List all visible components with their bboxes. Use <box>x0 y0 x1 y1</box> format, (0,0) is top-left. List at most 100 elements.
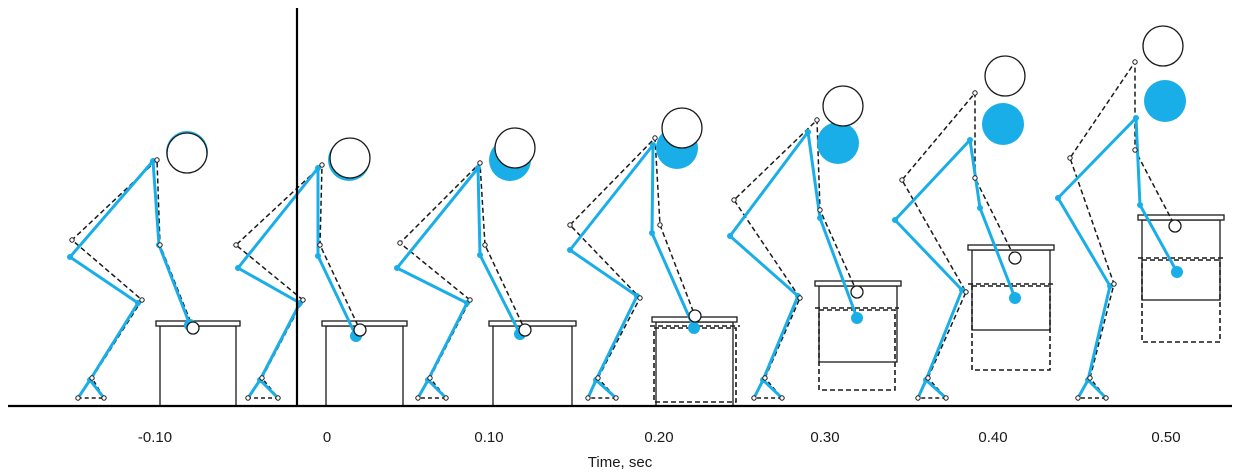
measured-skeleton-6 <box>1069 59 1176 379</box>
model-head-6 <box>1144 80 1186 122</box>
measured-joint-4-4 <box>817 207 823 213</box>
measured-skeleton-2 <box>398 161 526 379</box>
model-joint-0-1 <box>135 300 141 306</box>
measured-joint-1-2 <box>233 242 239 248</box>
model-joint-6-2 <box>1055 195 1061 201</box>
measured-joint-5-2 <box>899 177 905 183</box>
measured-hand-6 <box>1168 219 1182 233</box>
time-label-0-10: 0.10 <box>474 429 503 446</box>
measured-skeleton-5 <box>901 90 1016 379</box>
model-skeleton-0 <box>68 159 192 381</box>
measured-joint-2-0 <box>427 375 433 381</box>
model-joint-1-4 <box>315 253 321 259</box>
measured-joint-6-2 <box>1067 155 1073 161</box>
lift-frame-5 <box>892 55 1055 401</box>
model-joint-4-4 <box>817 215 823 221</box>
model-foot-1 <box>246 377 280 400</box>
measured-joint-2-5 <box>415 395 421 401</box>
lift-frame-6 <box>1055 25 1225 401</box>
model-head-5 <box>982 103 1024 145</box>
measured-joint-2-2 <box>397 240 403 246</box>
measured-joint-1-3 <box>319 162 325 168</box>
model-head-4 <box>817 122 859 164</box>
model-skeleton-5 <box>893 138 1017 381</box>
model-joint-2-4 <box>477 252 483 258</box>
measured-joint-0-6 <box>101 395 107 401</box>
measured-hand-5 <box>1008 251 1022 265</box>
model-joint-1-2 <box>235 265 241 271</box>
measured-joint-3-4 <box>657 222 663 228</box>
measured-joint-5-4 <box>972 175 978 181</box>
measured-joint-6-5 <box>1075 395 1081 401</box>
measured-head-6 <box>1142 25 1184 67</box>
measured-hand-2 <box>518 323 532 337</box>
measured-joint-4-5 <box>751 395 757 401</box>
figures-layer <box>67 25 1225 407</box>
measured-hand-1 <box>353 323 367 337</box>
measured-head-0 <box>166 132 208 174</box>
model-joint-5-4 <box>977 205 983 211</box>
measured-joint-2-4 <box>482 242 488 248</box>
lift-frame-0 <box>67 131 241 407</box>
lift-frame-2 <box>394 127 577 407</box>
measured-joint-3-6 <box>613 395 619 401</box>
model-joint-4-2 <box>727 233 733 239</box>
measured-joint-4-6 <box>779 395 785 401</box>
measured-joint-3-2 <box>567 222 573 228</box>
box-lid-4 <box>814 280 902 287</box>
measured-joint-5-3 <box>972 90 978 96</box>
measured-head-4 <box>822 85 864 127</box>
model-foot-6 <box>1076 377 1108 400</box>
measured-box-3 <box>653 327 737 403</box>
model-foot-2 <box>416 377 448 400</box>
measured-joint-6-3 <box>1132 59 1138 65</box>
box-lid-5 <box>967 244 1055 251</box>
measured-head-2 <box>494 127 536 169</box>
measured-head-5 <box>984 55 1026 97</box>
time-label-0-20: 0.20 <box>644 429 673 446</box>
measured-joint-1-4 <box>317 242 323 248</box>
measured-joint-6-6 <box>1103 395 1109 401</box>
measured-joint-5-1 <box>963 289 969 295</box>
measured-joint-3-5 <box>585 395 591 401</box>
model-hand-5 <box>1009 292 1021 304</box>
measured-joint-6-0 <box>1087 375 1093 381</box>
measured-joint-3-1 <box>637 295 643 301</box>
measured-joint-0-2 <box>69 237 75 243</box>
measured-head-3 <box>661 107 703 149</box>
measured-joint-0-4 <box>157 242 163 248</box>
box-lid-6 <box>1137 214 1225 221</box>
measured-joint-0-5 <box>75 395 81 401</box>
box-lid-2 <box>488 320 577 327</box>
model-hand-4 <box>851 312 863 324</box>
time-label-0-50: 0.50 <box>1151 429 1180 446</box>
measured-joint-5-6 <box>943 395 949 401</box>
measured-joint-2-3 <box>477 160 483 166</box>
measured-joint-2-1 <box>467 297 473 303</box>
x-axis-title: Time, sec <box>588 454 653 471</box>
model-foot-4 <box>752 377 784 400</box>
lift-frame-1 <box>233 137 408 407</box>
measured-joint-4-3 <box>814 117 820 123</box>
model-joint-3-2 <box>567 247 573 253</box>
box-2 <box>492 325 573 407</box>
model-skeleton-2 <box>395 166 522 381</box>
model-joint-3-4 <box>649 230 655 236</box>
measured-joint-6-1 <box>1111 281 1117 287</box>
model-skeleton-4 <box>728 130 859 381</box>
measured-joint-4-0 <box>762 375 768 381</box>
measured-joint-4-2 <box>731 197 737 203</box>
measured-joint-1-6 <box>275 395 281 401</box>
model-skeleton-1 <box>236 166 358 381</box>
time-label-neg-0-10: -0.10 <box>138 429 172 446</box>
model-skeleton-6 <box>1056 116 1179 381</box>
model-joint-1-3 <box>315 165 321 171</box>
measured-skeleton-3 <box>568 136 696 379</box>
measured-joint-4-1 <box>797 295 803 301</box>
model-joint-3-3 <box>650 142 656 148</box>
measured-joint-5-5 <box>915 395 921 401</box>
measured-head-1 <box>329 137 371 179</box>
measured-joint-1-0 <box>259 375 265 381</box>
time-label-0-30: 0.30 <box>810 429 839 446</box>
